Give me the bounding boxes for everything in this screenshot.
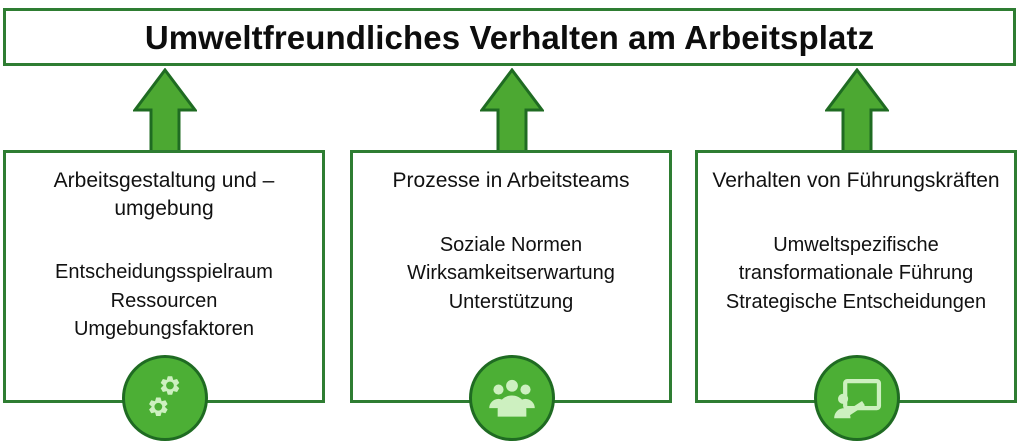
page-title: Umweltfreundliches Verhalten am Arbeitsp… bbox=[144, 18, 875, 56]
presenter-shape bbox=[834, 393, 865, 419]
up-arrow-icon-2 bbox=[480, 68, 544, 154]
list-item: Soziale Normen bbox=[439, 233, 583, 256]
column-heading-3: Verhalten von Führungskräften bbox=[712, 169, 1000, 192]
column-heading-1: Arbeitsgestaltung und –umgebung bbox=[53, 169, 275, 220]
list-item: Umweltspezifische bbox=[773, 233, 939, 256]
gears-icon bbox=[149, 376, 180, 417]
presentation-teacher-icon-badge bbox=[814, 355, 900, 441]
up-arrow-icon-1 bbox=[133, 68, 197, 154]
people-group-icon bbox=[489, 379, 535, 417]
column-items-2: Soziale Normen Wirksamkeitserwartung Unt… bbox=[359, 231, 663, 316]
gears-icon-badge bbox=[122, 355, 208, 441]
list-item: Ressourcen bbox=[110, 289, 218, 312]
people-group-icon-badge bbox=[469, 355, 555, 441]
list-item: Strategische Entscheidungen bbox=[725, 290, 987, 313]
list-item: Unterstützung bbox=[448, 290, 574, 313]
presentation-teacher-icon bbox=[834, 379, 882, 419]
up-arrow-icon-3 bbox=[825, 68, 889, 154]
column-items-1: Entscheidungsspielraum Ressourcen Umgebu… bbox=[12, 258, 316, 343]
list-item: Umgebungsfaktoren bbox=[73, 318, 255, 341]
column-box-prozesse: Prozesse in Arbeitsteams Soziale Normen … bbox=[350, 150, 672, 403]
list-item: Wirksamkeitserwartung bbox=[407, 262, 615, 285]
list-item: transformationale Führung bbox=[738, 262, 974, 285]
column-heading-2: Prozesse in Arbeitsteams bbox=[392, 169, 630, 192]
diagram-title-box: Umweltfreundliches Verhalten am Arbeitsp… bbox=[3, 8, 1016, 66]
column-items-3: Umweltspezifische transformationale Führ… bbox=[704, 231, 1008, 316]
list-item: Entscheidungsspielraum bbox=[55, 261, 273, 284]
